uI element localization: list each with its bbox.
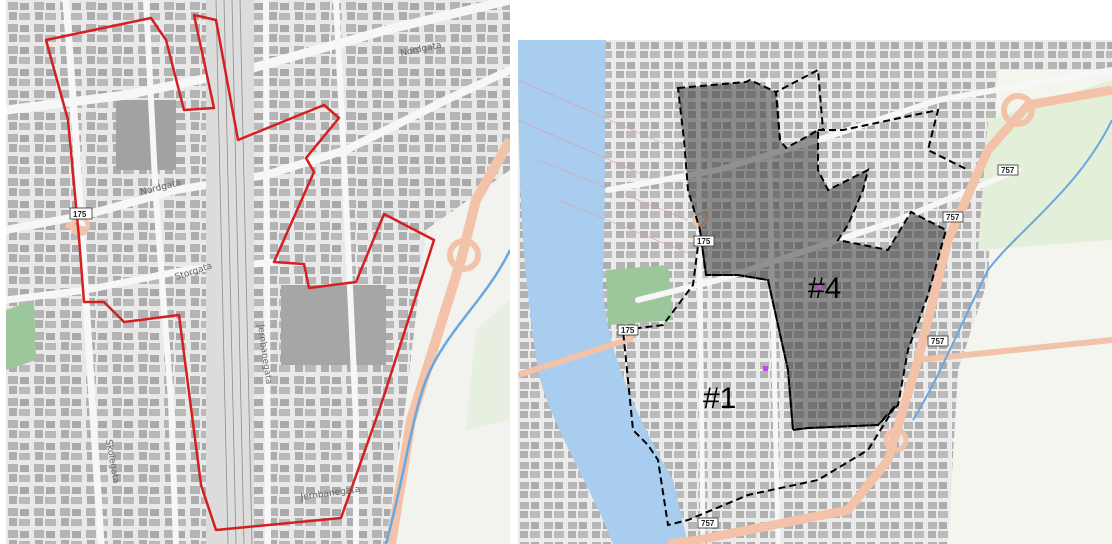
rail-tracks bbox=[215, 0, 253, 544]
roundabout bbox=[883, 427, 909, 453]
park-area bbox=[6, 300, 36, 370]
svg-text:757: 757 bbox=[1001, 166, 1015, 175]
road-shield: 175 bbox=[69, 207, 93, 220]
zone-1-boundary[interactable] bbox=[621, 229, 897, 527]
road-shield: 757 bbox=[927, 335, 949, 347]
stream bbox=[912, 119, 1112, 421]
highway bbox=[667, 85, 1112, 544]
road-shield: 175 bbox=[693, 235, 715, 247]
left-map-panel[interactable]: Nordgata Nordgata Jernbanegata Jernbaneg… bbox=[6, 0, 510, 544]
field-area bbox=[466, 300, 510, 430]
right-map-canvas[interactable]: #1 #4 175 175 757 757 757 757 bbox=[518, 40, 1112, 544]
point-marker bbox=[763, 366, 768, 371]
svg-text:757: 757 bbox=[701, 519, 715, 528]
stream bbox=[384, 249, 510, 544]
open-area bbox=[386, 170, 510, 544]
road-shield: 757 bbox=[697, 517, 719, 529]
zone-label-1: #1 bbox=[703, 382, 736, 415]
park-area bbox=[606, 265, 673, 325]
svg-text:757: 757 bbox=[946, 213, 960, 222]
study-area-boundary[interactable] bbox=[44, 13, 436, 532]
svg-text:175: 175 bbox=[73, 210, 87, 219]
roundabout bbox=[447, 238, 481, 272]
svg-text:175: 175 bbox=[621, 326, 635, 335]
left-map-canvas[interactable]: Nordgata Nordgata Jernbanegata Jernbaneg… bbox=[6, 0, 510, 544]
right-map-panel[interactable]: #1 #4 175 175 757 757 757 757 bbox=[518, 40, 1112, 544]
zone-4-boundary-segment bbox=[818, 108, 969, 171]
bridge bbox=[518, 335, 634, 378]
svg-text:757: 757 bbox=[931, 337, 945, 346]
river bbox=[518, 40, 688, 544]
road-shield: 757 bbox=[997, 164, 1019, 176]
road-shield: 757 bbox=[942, 211, 964, 223]
zone-label-4: #4 bbox=[808, 272, 841, 305]
highway bbox=[65, 137, 510, 544]
large-building bbox=[281, 285, 386, 365]
zone-4-boundary-segment bbox=[774, 68, 824, 141]
large-building bbox=[116, 100, 176, 170]
road-shield: 175 bbox=[617, 324, 639, 336]
point-marker bbox=[817, 285, 822, 290]
roundabout bbox=[1001, 93, 1035, 127]
svg-text:175: 175 bbox=[697, 237, 711, 246]
